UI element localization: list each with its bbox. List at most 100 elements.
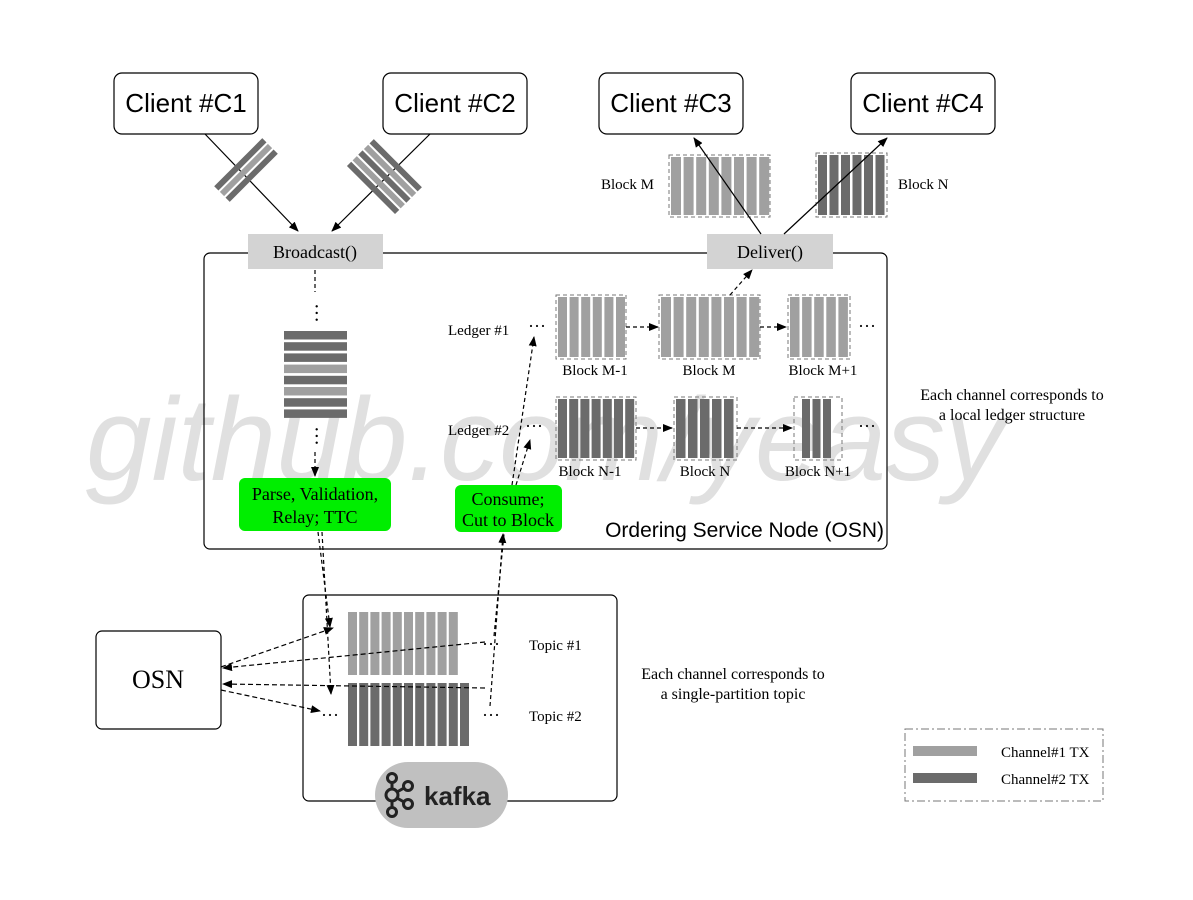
broadcast-text: Broadcast() [273, 242, 357, 263]
tx-bar [759, 157, 770, 215]
tx-bar [404, 683, 413, 746]
tx-bar [823, 399, 831, 458]
arrow-topic2-osn [222, 680, 486, 689]
ledger1-block-2 [658, 294, 761, 360]
ledger1-block-label-3: Block M+1 [789, 363, 858, 379]
legend-label-ch1: Channel#1 TX [1001, 745, 1090, 761]
ledger2-dots-right: ··· [858, 416, 876, 436]
kafka-logo-text: kafka [424, 781, 491, 811]
tx-bar [746, 157, 757, 215]
client-c4-label: Client #C4 [862, 88, 983, 118]
tx-bar [348, 683, 357, 746]
tx-bar [569, 297, 579, 357]
broadcast-label: Broadcast() [248, 234, 383, 269]
client-c2-label: Client #C2 [394, 88, 515, 118]
client-c3-label: Client #C3 [610, 88, 731, 118]
tx-bar [381, 683, 391, 746]
ledger2-block-3 [793, 396, 843, 461]
topic1-dots: ··· [482, 634, 500, 654]
tx-bar [818, 155, 827, 215]
tx-bar [359, 612, 369, 675]
osn-panel [203, 252, 888, 550]
queue-tx-bar [284, 398, 347, 407]
ledger2-block-2 [673, 396, 738, 461]
tx-queue [284, 331, 347, 418]
tx-bar [829, 155, 839, 215]
tx-bar [686, 297, 697, 357]
tx-bar [712, 399, 722, 458]
arrow-parse-topic1 [317, 531, 333, 628]
tx-bar [616, 297, 625, 357]
client-c1: Client #C1 [113, 72, 259, 135]
ledger2-block-label-1: Block N-1 [559, 464, 622, 480]
queue-tx-bar [284, 409, 347, 418]
topic1-label: Topic #1 [529, 638, 582, 654]
tx-bar [558, 297, 567, 357]
tx-bar [348, 612, 357, 675]
consume-box: Consume; Cut to Block [455, 485, 562, 532]
legend-swatch-ch2 [913, 773, 977, 783]
tx-bar [370, 612, 380, 675]
queue-tx-bar [284, 331, 347, 340]
ledger1-block-label-1: Block M-1 [562, 363, 627, 379]
tx-bar [812, 399, 821, 458]
tx-bar [676, 399, 686, 458]
tx-bundle-c1 [214, 138, 278, 202]
arrow-block-deliver [729, 269, 753, 296]
ledger1-dots-left: ··· [528, 316, 546, 336]
arrow-parse-topic2 [321, 531, 335, 695]
tx-bar [696, 157, 707, 215]
tx-bar [437, 683, 447, 746]
tx-bar [852, 155, 862, 215]
tx-bar [580, 399, 590, 458]
tx-bar [437, 612, 447, 675]
tx-bar [736, 297, 747, 357]
queue-dots-top: ··· [305, 303, 327, 323]
tx-bar [700, 399, 710, 458]
client-c1-label: Client #C1 [125, 88, 246, 118]
tx-bar [460, 683, 469, 746]
tx-bar [448, 612, 458, 675]
arrow-deliver-c4 [783, 137, 888, 235]
ledger2-dots-left: ··· [525, 416, 543, 436]
tx-bar [864, 155, 873, 215]
queue-dots-bottom: ··· [305, 426, 327, 446]
topic-note-line1: Each channel corresponds to [641, 666, 824, 683]
tx-bar [721, 157, 732, 215]
ledger1-block-1 [555, 294, 627, 360]
tx-bar [370, 683, 380, 746]
osn-box-label: OSN [132, 665, 184, 694]
queue-tx-bar [284, 364, 347, 374]
arrow-consume-ledger1 [511, 336, 537, 486]
ledger1-label: Ledger #1 [448, 323, 509, 339]
deliver-text: Deliver() [737, 242, 803, 263]
tx-bar [602, 399, 612, 458]
client-c2: Client #C2 [382, 72, 528, 135]
block-m-label: Block M [601, 177, 654, 193]
arrow-topic2-consume [489, 533, 507, 707]
tx-bar [724, 399, 734, 458]
tx-bar [826, 297, 836, 357]
arrow-osn-topic1 [220, 627, 334, 668]
topic-note-line2: a single-partition topic [661, 686, 806, 703]
ledger1-dots-right: ··· [858, 316, 876, 336]
arrow-osn-topic2 [220, 689, 321, 714]
tx-bar [814, 297, 824, 357]
queue-tx-bar [284, 353, 347, 362]
tx-bar [625, 399, 635, 458]
queue-tx-bar [284, 342, 347, 351]
block-m-delivered [668, 154, 771, 218]
arrow-c1-broadcast [204, 133, 299, 232]
tx-bundle-c2 [346, 139, 422, 215]
osn-box: OSN [95, 630, 222, 730]
ledger2-block-label-3: Block N+1 [785, 464, 851, 480]
consume-line1: Consume; [471, 489, 544, 509]
tx-bar [671, 157, 681, 215]
tx-bar [661, 297, 671, 357]
tx-bar [724, 297, 734, 357]
tx-bar [426, 612, 436, 675]
tx-bar [592, 297, 602, 357]
ledger2-label: Ledger #2 [448, 423, 509, 439]
parse-line1: Parse, Validation, [252, 484, 378, 504]
